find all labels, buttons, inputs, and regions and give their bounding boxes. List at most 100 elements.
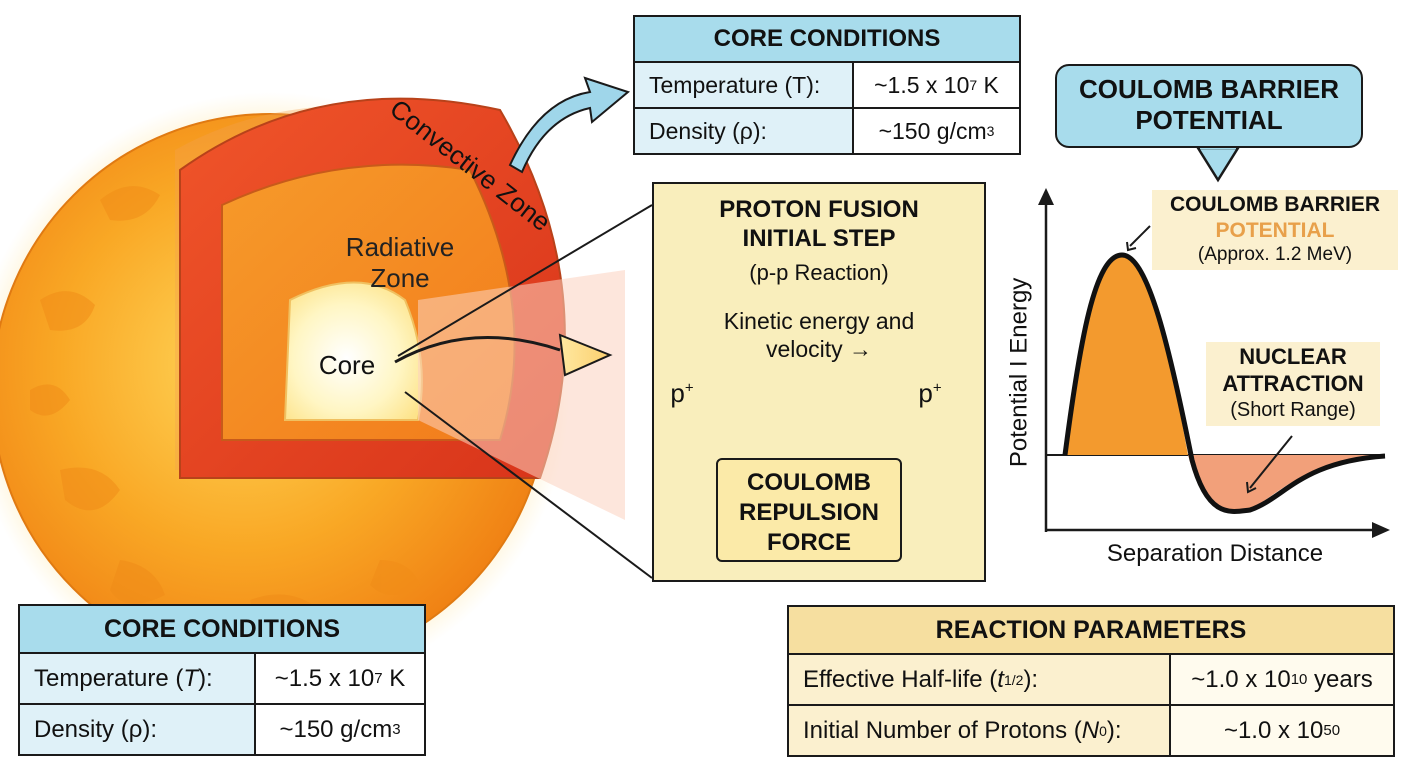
value-exponent: 7	[374, 670, 383, 687]
barrier-pointer	[1129, 225, 1151, 247]
value-exponent: 3	[986, 123, 995, 139]
label-subscript: 0	[1099, 722, 1107, 739]
value-unit: K	[977, 71, 999, 98]
callout-line2: POTENTIAL	[1135, 104, 1283, 135]
core-conditions-table-bottom: CORE CONDITIONS Temperature (T): ~1.5 x …	[18, 604, 426, 756]
nuclear-line2: ATTRACTION	[1222, 370, 1364, 396]
value-base: ~1.0 x 10	[1191, 665, 1291, 693]
callout-line1: COULOMB BARRIER	[1079, 74, 1339, 104]
blue-callout-arrow	[508, 76, 631, 174]
label-prefix: Initial Number of Protons (	[803, 716, 1082, 744]
core-arrow-shaft	[394, 336, 561, 364]
nuclear-attraction-annotation: NUCLEAR ATTRACTION (Short Range)	[1206, 342, 1380, 427]
table-title: REACTION PARAMETERS	[789, 607, 1393, 655]
barrier-annotation-line3: (Approx. 1.2 MeV)	[1197, 244, 1353, 266]
value-exponent: 50	[1323, 722, 1341, 739]
potential-curve	[1062, 252, 1386, 514]
label-variable: t	[997, 665, 1004, 693]
fusion-title-line1: PROTON FUSION	[719, 196, 919, 223]
label-prefix: Effective Half-life (	[803, 665, 998, 693]
proton-symbol: p	[670, 378, 685, 408]
label-subscript: 1/2	[1003, 671, 1024, 688]
kinetic-energy-label: Kinetic energy and velocity →	[652, 308, 986, 363]
value-base: ~1.0 x 10	[1223, 716, 1324, 744]
label-suffix: ):	[1023, 665, 1039, 693]
coulomb-barrier-callout: COULOMB BARRIER POTENTIAL	[1055, 64, 1363, 148]
repulsion-line3: FORCE	[767, 529, 851, 556]
nuclear-pointer	[1249, 435, 1293, 489]
label-variable: T	[183, 664, 199, 692]
temperature-label: Temperature (T):	[20, 654, 256, 703]
proton-symbol: p	[918, 378, 933, 408]
repulsion-line2: REPULSION	[738, 499, 879, 526]
radiative-zone-label-line2: Zone	[370, 263, 430, 294]
proton-left-label: p+	[660, 378, 704, 409]
nuclear-line3: (Short Range)	[1230, 398, 1356, 421]
core-conditions-table-top: CORE CONDITIONS Temperature (T): ~1.5 x …	[633, 15, 1021, 155]
barrier-annotation-line1: COULOMB BARRIER	[1170, 193, 1380, 216]
label-suffix: ):	[1106, 716, 1122, 744]
density-label: Density (ρ):	[635, 109, 854, 153]
potential-plot	[1038, 188, 1390, 538]
density-label: Density (ρ):	[20, 705, 256, 754]
barrier-fill	[1065, 255, 1188, 455]
label-variable: N	[1081, 716, 1100, 744]
zoom-line-top	[397, 204, 653, 357]
barrier-annotation: COULOMB BARRIER POTENTIAL (Approx. 1.2 M…	[1152, 190, 1398, 271]
repulsion-line1: COULOMB	[747, 469, 871, 496]
proton-charge: +	[932, 379, 942, 397]
value-base: ~150 g/cm	[279, 715, 393, 743]
kinetic-line1: Kinetic energy and	[723, 308, 915, 334]
barrier-pointer-head	[1126, 241, 1137, 252]
cutaway-face	[418, 270, 625, 520]
value-base: ~1.5 x 10	[274, 664, 375, 692]
reaction-parameters-table: REACTION PARAMETERS Effective Half-life …	[787, 605, 1395, 757]
table-title: CORE CONDITIONS	[20, 606, 424, 654]
value-base: ~150 g/cm	[878, 117, 987, 144]
y-axis-arrowhead	[1038, 188, 1054, 205]
x-axis-label: Separation Distance	[1106, 540, 1324, 567]
value-unit: years	[1307, 665, 1373, 693]
core-label: Core	[318, 350, 376, 380]
coulomb-repulsion-box: COULOMB REPULSION FORCE	[716, 458, 902, 562]
label-suffix: ):	[198, 664, 213, 692]
fusion-title: PROTON FUSION INITIAL STEP	[652, 196, 986, 254]
callout-tail	[1195, 146, 1241, 183]
proton-right-label: p+	[908, 378, 952, 409]
radiative-zone-label-line1: Radiative	[345, 232, 455, 262]
nuclear-line1: NUCLEAR	[1239, 344, 1347, 369]
x-axis-arrowhead	[1372, 522, 1390, 538]
label-prefix: Temperature (	[34, 664, 184, 692]
temperature-label: Temperature (T):	[635, 63, 854, 107]
radiative-zone-label: Radiative Zone	[340, 232, 460, 294]
core-arrow-head	[558, 333, 613, 377]
barrier-annotation-line2: POTENTIAL	[1215, 218, 1335, 242]
value-exponent: 10	[1290, 671, 1308, 688]
proton-charge: +	[684, 379, 694, 397]
zoom-line-bottom	[404, 391, 653, 579]
y-axis-label: Potential I Energy	[1005, 277, 1033, 468]
value-exponent: 7	[969, 77, 978, 93]
value-unit: K	[382, 664, 406, 692]
fusion-subtitle: (p-p Reaction)	[749, 260, 889, 285]
kinetic-line2: velocity →	[765, 335, 873, 362]
well-fill	[1188, 455, 1385, 513]
table-title: CORE CONDITIONS	[635, 17, 1019, 63]
value-exponent: 3	[392, 721, 401, 738]
nuclear-pointer-head	[1246, 481, 1257, 494]
